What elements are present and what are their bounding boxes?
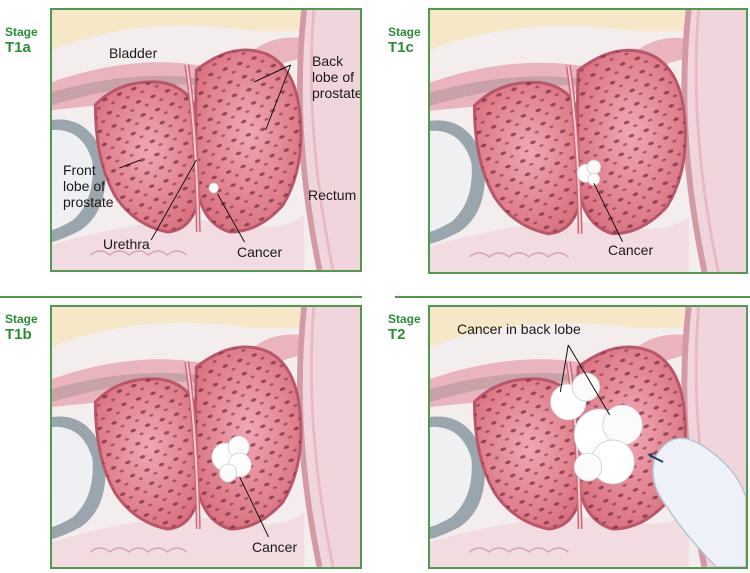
rectum-label: Rectum [308, 187, 357, 203]
cancer-cluster [576, 159, 602, 186]
stage-code: T2 [388, 326, 406, 344]
back-lobe-label: Back lobe of prostate [312, 53, 362, 102]
stage-label-t2: Stage T2 [388, 312, 421, 344]
cancer-label: Cancer [237, 244, 283, 260]
panel-t2: Cancer in back lobe [428, 305, 748, 569]
stage-label-t1a: Stage T1a [5, 25, 38, 57]
panel-t1a: Bladder Back lobe of prostate Front lobe… [50, 8, 362, 272]
cancer-cluster [211, 435, 252, 483]
anatomy-illustration-t1c [430, 10, 746, 272]
finger-shape [652, 437, 746, 567]
stage-word: Stage [5, 312, 38, 326]
divider-t1b [0, 296, 362, 298]
urethra-label: Urethra [103, 236, 150, 252]
stage-label-t1c: Stage T1c [388, 25, 421, 57]
stage-code: T1a [5, 39, 31, 57]
stage-code: T1b [5, 326, 32, 344]
panel-t1b: Cancer [50, 305, 362, 569]
stage-word: Stage [5, 25, 38, 39]
stage-word: Stage [388, 312, 421, 326]
front-lobe-label: Front lobe of prostate [63, 162, 114, 211]
cancer-spot [208, 182, 219, 194]
anatomy-illustration-t1b [52, 307, 360, 567]
anatomy-illustration-t2 [430, 307, 746, 567]
cancer-label: Cancer [252, 539, 298, 555]
cancer-label: Cancer [608, 242, 654, 258]
cancer-cluster [550, 372, 643, 485]
cancer-back-lobe-label: Cancer in back lobe [457, 321, 581, 337]
divider-t2 [395, 296, 750, 298]
stage-code: T1c [388, 39, 414, 57]
panel-t1c: Cancer [428, 8, 748, 274]
bladder-label: Bladder [109, 45, 158, 61]
anatomy-illustration-t1a [52, 10, 360, 270]
stage-word: Stage [388, 25, 421, 39]
stage-label-t1b: Stage T1b [5, 312, 38, 344]
